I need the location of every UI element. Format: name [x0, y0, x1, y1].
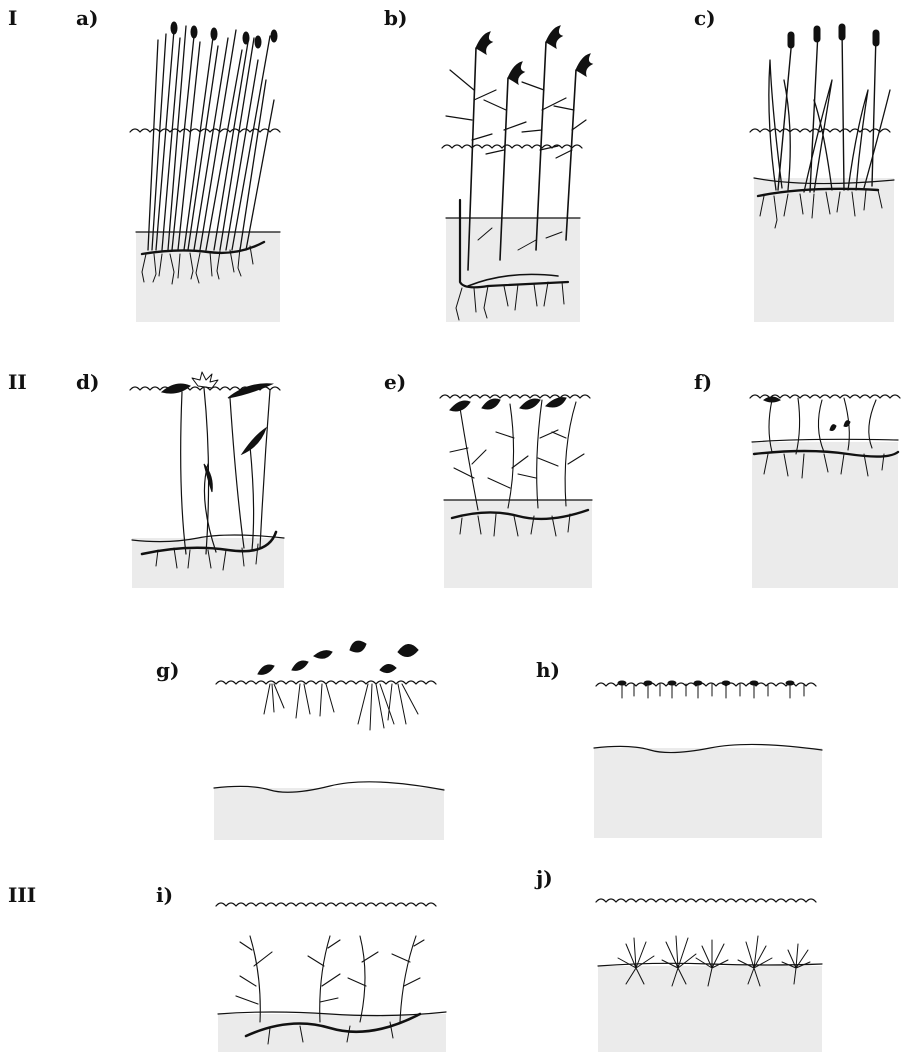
panel-label-i: i) — [156, 885, 173, 905]
panel-b-illustration — [438, 20, 588, 330]
panel-h-illustration — [590, 672, 830, 847]
panel-label-e: e) — [384, 372, 406, 392]
panel-j-illustration — [590, 886, 830, 1056]
panel-label-d: d) — [76, 372, 99, 392]
panel-label-j: j) — [536, 868, 553, 888]
panel-label-h: h) — [536, 660, 560, 680]
panel-label-g: g) — [156, 660, 179, 680]
group-label-I: I — [8, 8, 17, 28]
panel-c-illustration — [748, 20, 898, 330]
panel-f-illustration — [748, 368, 903, 593]
panel-label-f: f) — [694, 372, 712, 392]
panel-i-illustration — [210, 886, 450, 1056]
panel-e-illustration — [438, 368, 598, 593]
panel-g-illustration — [210, 630, 450, 845]
panel-label-a: a) — [76, 8, 98, 28]
panel-label-b: b) — [384, 8, 407, 28]
panel-d-illustration — [128, 368, 288, 593]
group-label-III: III — [8, 885, 36, 905]
group-label-II: II — [8, 372, 27, 392]
panel-label-c: c) — [694, 8, 716, 28]
panel-a-illustration — [128, 20, 288, 330]
